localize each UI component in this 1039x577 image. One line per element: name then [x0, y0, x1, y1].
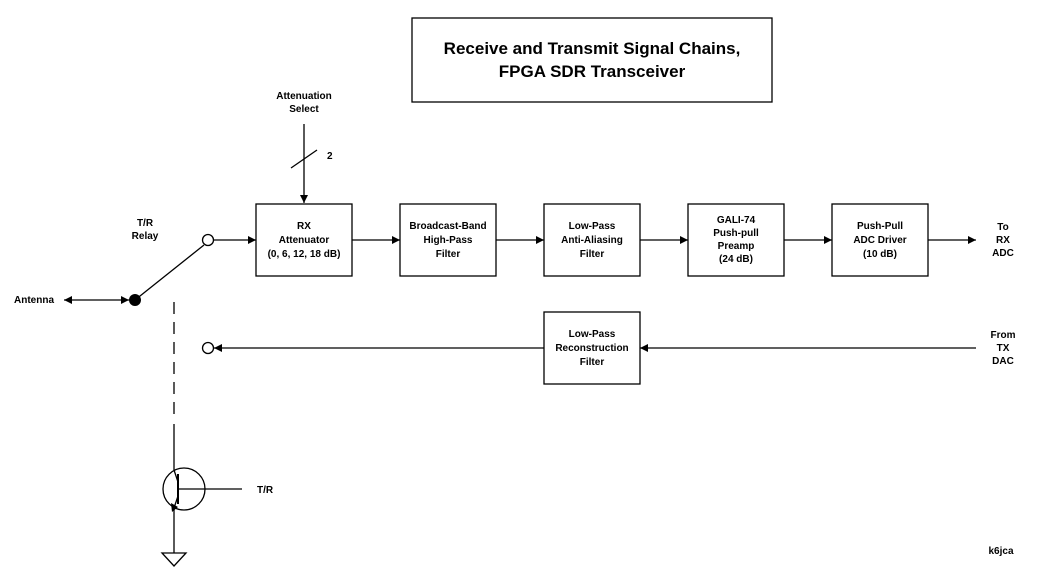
- relay-common-contact: [129, 294, 141, 306]
- adc-driver-line-2: ADC Driver: [853, 235, 906, 246]
- ground-icon: [160, 552, 188, 567]
- tx-dac-label: From TX DAC: [991, 330, 1016, 367]
- title-line-2: FPGA SDR Transceiver: [499, 62, 686, 81]
- tr-relay-label-1: T/R: [137, 218, 154, 229]
- relay-rx-contact: [201, 233, 215, 247]
- hpf-line-1: Broadcast-Band: [409, 221, 486, 232]
- rx-adc-label: To RX ADC: [992, 222, 1014, 259]
- preamp-line-2: Push-pull: [713, 228, 759, 239]
- tr-relay: T/R Relay: [129, 218, 215, 420]
- reconstruction-lpf-block: Low-Pass Reconstruction Filter: [543, 311, 641, 385]
- rx-adc-line-2: RX: [996, 235, 1010, 246]
- title-line-1: Receive and Transmit Signal Chains,: [444, 39, 741, 58]
- tr-driver-transistor: T/R: [160, 424, 274, 567]
- rx-attenuator-line-2: Attenuator: [279, 235, 330, 246]
- recon-lpf-line-3: Filter: [580, 357, 605, 368]
- rx-adc-line-1: To: [997, 222, 1008, 233]
- antenna-label: Antenna: [14, 295, 54, 306]
- tx-dac-line-3: DAC: [992, 356, 1014, 367]
- author-credit: k6jca: [988, 546, 1013, 557]
- tr-control-label: T/R: [257, 485, 274, 496]
- attenuation-select: Attenuation Select 2: [276, 91, 333, 203]
- aa-lpf-line-2: Anti-Aliasing: [561, 235, 623, 246]
- preamp-line-1: GALI-74: [717, 215, 756, 226]
- hpf-line-3: Filter: [436, 249, 461, 260]
- adc-driver-block: Push-Pull ADC Driver (10 dB): [831, 203, 929, 277]
- transistor-collector: [173, 469, 179, 483]
- adc-driver-line-1: Push-Pull: [857, 221, 903, 232]
- attenuation-select-label-1: Attenuation: [276, 91, 332, 102]
- emitter-arrow-icon: [171, 503, 178, 512]
- tx-dac-line-2: TX: [997, 343, 1010, 354]
- rx-attenuator-block: RX Attenuator (0, 6, 12, 18 dB): [255, 203, 353, 277]
- bus-width-label: 2: [327, 151, 333, 162]
- preamp-line-4: (24 dB): [719, 254, 753, 265]
- aa-lpf-line-1: Low-Pass: [569, 221, 616, 232]
- recon-lpf-line-2: Reconstruction: [555, 343, 628, 354]
- relay-switch-arm: [134, 244, 205, 301]
- rx-attenuator-line-1: RX: [297, 221, 311, 232]
- broadcast-band-hpf-block: Broadcast-Band High-Pass Filter: [399, 203, 497, 277]
- bus-slash: [290, 149, 318, 169]
- rx-adc-line-3: ADC: [992, 248, 1014, 259]
- aa-lpf-line-3: Filter: [580, 249, 605, 260]
- gali74-preamp-block: GALI-74 Push-pull Preamp (24 dB): [687, 203, 785, 277]
- recon-lpf-line-1: Low-Pass: [569, 329, 616, 340]
- anti-aliasing-lpf-block: Low-Pass Anti-Aliasing Filter: [543, 203, 641, 277]
- rx-attenuator-line-3: (0, 6, 12, 18 dB): [268, 249, 341, 260]
- title-box: Receive and Transmit Signal Chains, FPGA…: [411, 17, 773, 103]
- tr-relay-label-2: Relay: [132, 231, 159, 242]
- antenna-connection: Antenna: [14, 295, 129, 306]
- hpf-line-2: High-Pass: [424, 235, 473, 246]
- relay-tx-contact: [201, 341, 215, 355]
- attenuation-select-label-2: Select: [289, 104, 319, 115]
- tx-dac-line-1: From: [991, 330, 1016, 341]
- adc-driver-line-3: (10 dB): [863, 249, 897, 260]
- preamp-line-3: Preamp: [718, 241, 755, 252]
